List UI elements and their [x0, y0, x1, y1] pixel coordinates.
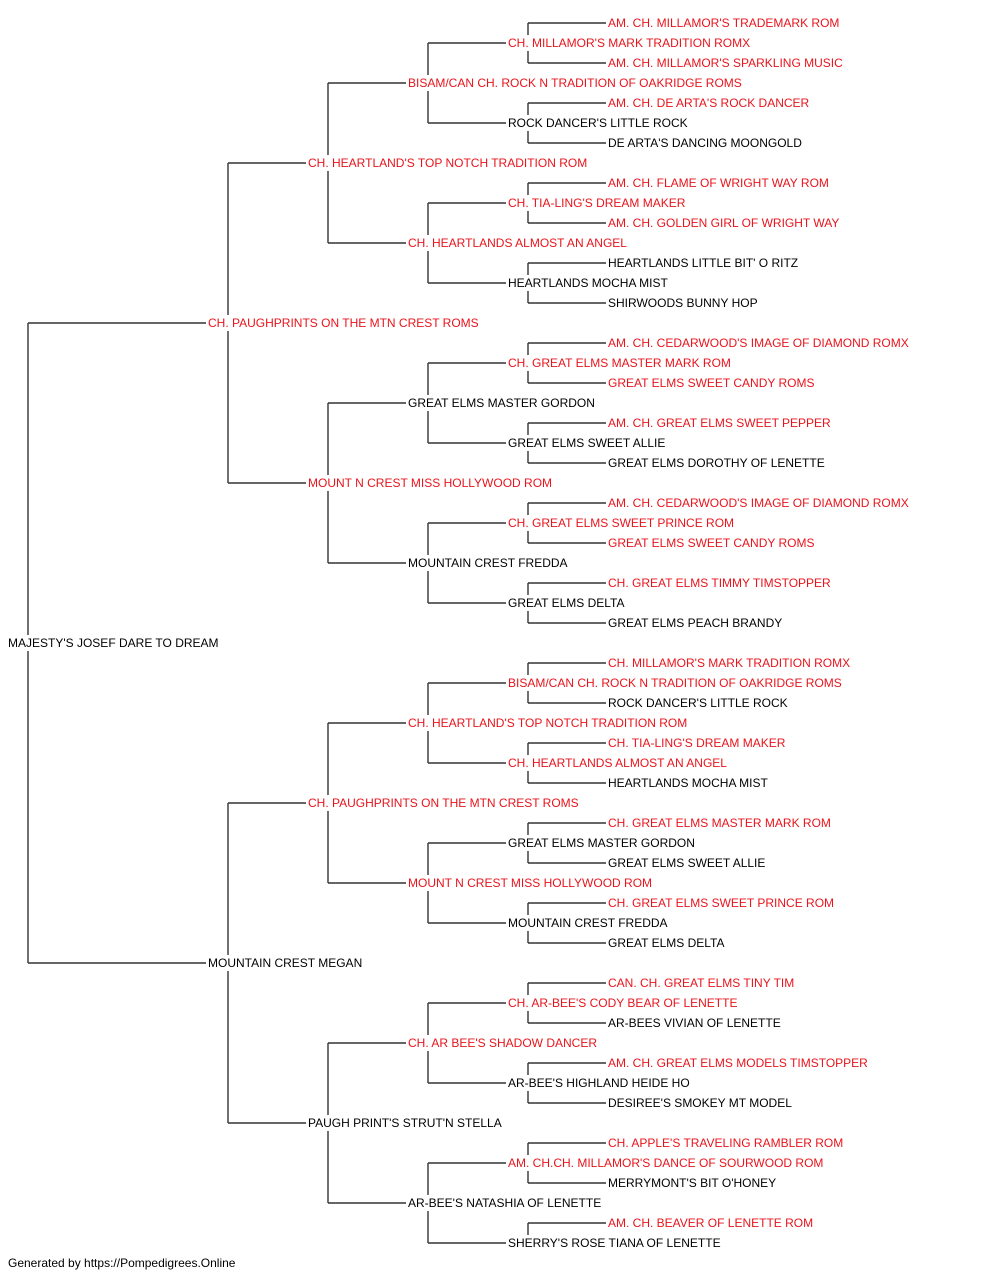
- dog-name-gen5: MERRYMONT'S BIT O'HONEY: [608, 1176, 776, 1190]
- dog-name-gen5: AM. CH. GREAT ELMS MODELS TIMSTOPPER: [608, 1056, 868, 1070]
- dog-name-gen3: MOUNT N CREST MISS HOLLYWOOD ROM: [408, 876, 652, 890]
- dog-name-gen4: ROCK DANCER'S LITTLE ROCK: [508, 116, 688, 130]
- dog-name-gen5: AM. CH. MILLAMOR'S SPARKLING MUSIC: [608, 56, 843, 70]
- dog-name-gen5: GREAT ELMS SWEET CANDY ROMS: [608, 536, 814, 550]
- dog-name-gen5: AM. CH. DE ARTA'S ROCK DANCER: [608, 96, 810, 110]
- dog-name-gen5: AM. CH. GREAT ELMS SWEET PEPPER: [608, 416, 831, 430]
- dog-name-gen3: AR-BEE'S NATASHIA OF LENETTE: [408, 1196, 601, 1210]
- dog-name-gen5: HEARTLANDS LITTLE BIT' O RITZ: [608, 256, 798, 270]
- dog-name-gen5: DE ARTA'S DANCING MOONGOLD: [608, 136, 802, 150]
- dog-name-gen2: CH. PAUGHPRINTS ON THE MTN CREST ROMS: [308, 796, 579, 810]
- dog-name-gen4: CH. HEARTLANDS ALMOST AN ANGEL: [508, 756, 727, 770]
- dog-name-gen4: MOUNTAIN CREST FREDDA: [508, 916, 668, 930]
- dog-name-gen5: AM. CH. FLAME OF WRIGHT WAY ROM: [608, 176, 829, 190]
- dog-name-gen5: GREAT ELMS PEACH BRANDY: [608, 616, 782, 630]
- dog-name-gen5: AM. CH. CEDARWOOD'S IMAGE OF DIAMOND ROM…: [608, 336, 909, 350]
- dog-name-gen4: CH. MILLAMOR'S MARK TRADITION ROMX: [508, 36, 750, 50]
- dog-name-gen5: CH. GREAT ELMS TIMMY TIMSTOPPER: [608, 576, 831, 590]
- generated-by-footer: Generated by https://Pompedigrees.Online: [8, 1256, 236, 1270]
- dog-name-gen3: MOUNTAIN CREST FREDDA: [408, 556, 568, 570]
- dog-name-gen3: CH. HEARTLAND'S TOP NOTCH TRADITION ROM: [408, 716, 687, 730]
- dog-name-gen5: AM. CH. BEAVER OF LENETTE ROM: [608, 1216, 813, 1230]
- dog-name-gen3: CH. AR BEE'S SHADOW DANCER: [408, 1036, 597, 1050]
- dog-name-gen0: MAJESTY'S JOSEF DARE TO DREAM: [8, 636, 219, 650]
- dog-name-gen3: BISAM/CAN CH. ROCK N TRADITION OF OAKRID…: [408, 76, 742, 90]
- dog-name-gen1: CH. PAUGHPRINTS ON THE MTN CREST ROMS: [208, 316, 479, 330]
- dog-name-gen4: GREAT ELMS MASTER GORDON: [508, 836, 695, 850]
- dog-name-gen5: AM. CH. MILLAMOR'S TRADEMARK ROM: [608, 16, 839, 30]
- dog-name-gen4: GREAT ELMS DELTA: [508, 596, 624, 610]
- dog-name-gen1: MOUNTAIN CREST MEGAN: [208, 956, 362, 970]
- dog-name-gen5: CAN. CH. GREAT ELMS TINY TIM: [608, 976, 794, 990]
- dog-name-gen3: GREAT ELMS MASTER GORDON: [408, 396, 595, 410]
- dog-name-gen5: CH. GREAT ELMS MASTER MARK ROM: [608, 816, 831, 830]
- connector-lines: [27, 22, 606, 1244]
- dog-name-gen5: CH. TIA-LING'S DREAM MAKER: [608, 736, 786, 750]
- dog-name-gen4: CH. GREAT ELMS SWEET PRINCE ROM: [508, 516, 734, 530]
- dog-name-gen5: GREAT ELMS DELTA: [608, 936, 724, 950]
- dog-name-gen4: CH. TIA-LING'S DREAM MAKER: [508, 196, 686, 210]
- dog-name-gen4: AR-BEE'S HIGHLAND HEIDE HO: [508, 1076, 690, 1090]
- dog-name-gen4: AM. CH.CH. MILLAMOR'S DANCE OF SOURWOOD …: [508, 1156, 823, 1170]
- dog-name-gen5: CH. GREAT ELMS SWEET PRINCE ROM: [608, 896, 834, 910]
- dog-name-gen5: GREAT ELMS SWEET ALLIE: [608, 856, 765, 870]
- dog-name-gen5: GREAT ELMS SWEET CANDY ROMS: [608, 376, 814, 390]
- dog-name-gen5: CH. MILLAMOR'S MARK TRADITION ROMX: [608, 656, 850, 670]
- dog-name-gen5: ROCK DANCER'S LITTLE ROCK: [608, 696, 788, 710]
- dog-name-gen5: GREAT ELMS DOROTHY OF LENETTE: [608, 456, 825, 470]
- dog-name-gen4: BISAM/CAN CH. ROCK N TRADITION OF OAKRID…: [508, 676, 842, 690]
- dog-names: MAJESTY'S JOSEF DARE TO DREAM CH. PAUGHPR…: [8, 16, 909, 1250]
- dog-name-gen3: CH. HEARTLANDS ALMOST AN ANGEL: [408, 236, 627, 250]
- dog-name-gen4: HEARTLANDS MOCHA MIST: [508, 276, 668, 290]
- dog-name-gen5: HEARTLANDS MOCHA MIST: [608, 776, 768, 790]
- dog-name-gen4: GREAT ELMS SWEET ALLIE: [508, 436, 665, 450]
- dog-name-gen5: DESIREE'S SMOKEY MT MODEL: [608, 1096, 792, 1110]
- dog-name-gen5: AM. CH. CEDARWOOD'S IMAGE OF DIAMOND ROM…: [608, 496, 909, 510]
- dog-name-gen2: MOUNT N CREST MISS HOLLYWOOD ROM: [308, 476, 552, 490]
- dog-name-gen5: AM. CH. GOLDEN GIRL OF WRIGHT WAY: [608, 216, 839, 230]
- pedigree-tree: MAJESTY'S JOSEF DARE TO DREAM CH. PAUGHPR…: [8, 16, 909, 1250]
- dog-name-gen5: SHIRWOODS BUNNY HOP: [608, 296, 758, 310]
- dog-name-gen2: CH. HEARTLAND'S TOP NOTCH TRADITION ROM: [308, 156, 587, 170]
- dog-name-gen2: PAUGH PRINT'S STRUT'N STELLA: [308, 1116, 502, 1130]
- dog-name-gen5: AR-BEES VIVIAN OF LENETTE: [608, 1016, 781, 1030]
- dog-name-gen4: CH. GREAT ELMS MASTER MARK ROM: [508, 356, 731, 370]
- dog-name-gen4: SHERRY'S ROSE TIANA OF LENETTE: [508, 1236, 721, 1250]
- dog-name-gen5: CH. APPLE'S TRAVELING RAMBLER ROM: [608, 1136, 843, 1150]
- dog-name-gen4: CH. AR-BEE'S CODY BEAR OF LENETTE: [508, 996, 737, 1010]
